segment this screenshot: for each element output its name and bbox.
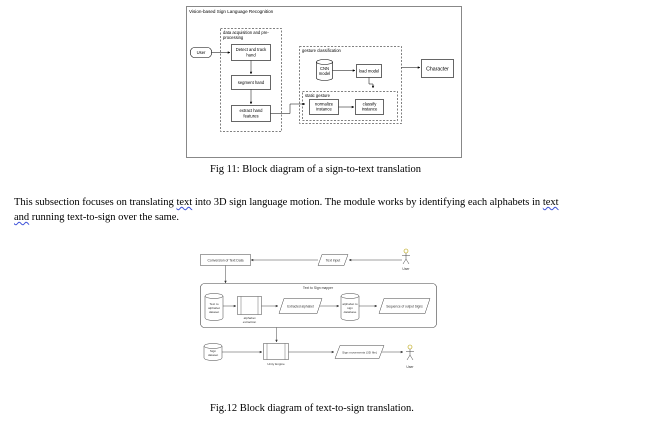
static-gesture-group xyxy=(302,91,398,121)
db-label-line1: Text to xyxy=(209,302,218,306)
sign-dataset-db xyxy=(203,343,223,361)
character-box xyxy=(421,59,454,78)
detect-label-line2: hand xyxy=(246,53,256,58)
segment-label: segment hand xyxy=(238,80,265,85)
gesture-classification-group xyxy=(299,46,402,124)
user-label: User xyxy=(197,50,206,55)
cnn-label-line2: model xyxy=(319,71,330,76)
figure-11-diagram: Vision-based Sign Language Recognition U… xyxy=(186,6,462,158)
body-paragraph: This subsection focuses on translating t… xyxy=(14,195,559,225)
sign-movements-label: Sign movements (3D file) xyxy=(342,351,377,355)
unity-engine-box xyxy=(263,343,289,360)
figure-12-caption: Fig.12 Block diagram of text-to-sign tra… xyxy=(210,403,414,414)
detect-label-line1: Detect and track xyxy=(236,47,267,52)
user-figure-bottom xyxy=(406,344,414,361)
user-label-bottom: User xyxy=(406,365,414,369)
extract-label-line1: extract hand xyxy=(239,108,263,113)
extracted-alpha-label: Extracted alphabet xyxy=(287,305,314,309)
gesture-class-title: gesture classification xyxy=(302,48,342,53)
sign-dataset-line2: dataset xyxy=(208,353,218,357)
text-input-shape xyxy=(317,254,349,266)
character-label: Character xyxy=(426,67,449,73)
sign-dataset-line1: Sign xyxy=(210,349,216,353)
figure-11-caption: Fig 11: Block diagram of a sign-to-text … xyxy=(210,164,422,175)
paragraph-line-1: This subsection focuses on translating t… xyxy=(14,197,559,208)
sign-movements-shape xyxy=(334,345,385,359)
db-label-line2: alphabet xyxy=(208,306,220,310)
normalize-label-line1: normalize xyxy=(315,102,334,107)
group1-title-line2: processing xyxy=(223,35,244,40)
user-label-top: User xyxy=(402,267,410,271)
extract-label-line2: features xyxy=(243,114,258,119)
unity-label: Unity Engine xyxy=(267,362,285,366)
paragraph-line-2: and running text-to-sign over the same. xyxy=(14,212,180,223)
data-acquisition-group xyxy=(220,28,282,132)
user-figure-top xyxy=(402,248,410,265)
group1-title-line1: data acquisition and pre- xyxy=(223,30,269,35)
alpha-sign-label-line2: sign xyxy=(347,306,353,310)
figure-12-diagram: Conversion of Text Data Text input User … xyxy=(200,248,437,369)
conversion-label: Conversion of Text Data xyxy=(207,259,243,263)
classify-box xyxy=(355,99,384,115)
cnn-model-cylinder xyxy=(316,59,333,81)
cnn-label-line1: CNN xyxy=(320,66,329,71)
classify-label-line1: classify xyxy=(363,102,378,107)
alpha-extraction-line1: alphabet xyxy=(244,316,256,320)
alphabet-extraction-box xyxy=(237,296,262,315)
load-model-label: load model xyxy=(359,69,380,74)
text-alphabet-db xyxy=(204,293,224,321)
alphabet-to-sign-db xyxy=(340,293,360,321)
alpha-extraction-line2: extraction xyxy=(243,320,257,324)
static-gesture-title: static gesture xyxy=(305,93,331,98)
alpha-sign-label-line3: database xyxy=(344,310,357,314)
sequence-output-shape xyxy=(378,298,431,314)
outer-title: Vision-based Sign Language Recognition xyxy=(189,9,274,14)
classify-label-line2: instance xyxy=(362,107,378,112)
sequence-label: Sequence of output Signs xyxy=(386,305,423,309)
mapper-title: Text to Sign mapper xyxy=(303,286,334,290)
extracted-alphabet-shape xyxy=(278,298,323,314)
db-label-line3: dataset xyxy=(209,310,219,314)
normalize-label-line2: instance xyxy=(316,107,332,112)
alpha-sign-label-line1: alphabet to xyxy=(342,302,358,306)
text-input-label: Text input xyxy=(326,259,341,263)
